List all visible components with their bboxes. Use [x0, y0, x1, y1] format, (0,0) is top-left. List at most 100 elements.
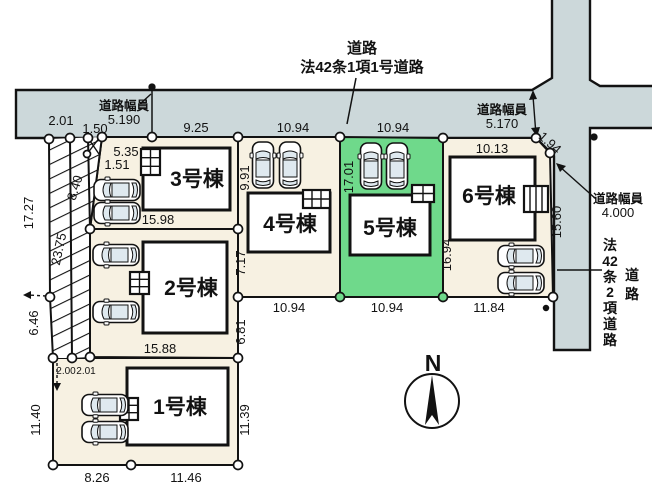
arrowhead	[556, 163, 566, 172]
dim-strip-b: 2.01	[76, 366, 96, 377]
road-surface	[16, 0, 652, 350]
dim-lot1-e: 11.39	[237, 404, 252, 436]
vertex-marker	[530, 132, 542, 144]
dim-lot1-s2: 11.46	[170, 470, 202, 485]
car-icon	[497, 242, 545, 270]
vertex-marker	[437, 291, 449, 303]
car-icon	[92, 298, 140, 326]
compass: N	[404, 350, 460, 429]
porch-icon	[128, 270, 151, 296]
car-icon	[383, 142, 411, 190]
survey-dot	[590, 133, 598, 141]
porch-icons	[118, 147, 550, 422]
road-right-char: 路	[625, 286, 640, 302]
dim-top-seg-c: 5.35	[113, 144, 138, 159]
dim-strip-a: 2.00	[56, 366, 76, 377]
arrowhead	[53, 383, 61, 391]
car-icon	[93, 199, 141, 227]
car-icon	[81, 418, 129, 446]
dim-lot4-side: 9.91	[237, 165, 252, 190]
building-2	[141, 240, 229, 335]
vertex-marker	[84, 351, 96, 363]
survey-dot	[148, 83, 156, 91]
car-icon	[357, 142, 385, 190]
building-5	[348, 193, 432, 257]
car-icon	[92, 241, 140, 269]
road-label-leader	[346, 77, 357, 125]
vertex-marker	[437, 132, 449, 144]
dim-lot3-back: 15.98	[142, 212, 175, 227]
dim-top-seg-d: 1.51	[104, 157, 129, 172]
vertex-marker	[82, 149, 92, 159]
dim-lot2-back: 15.88	[144, 341, 177, 356]
north-needle	[425, 375, 439, 425]
vertex-marker	[82, 132, 94, 144]
vertex-marker	[47, 352, 59, 364]
car-icon	[81, 391, 129, 419]
north-label: N	[425, 350, 442, 376]
lot-6-name: 6号棟	[462, 184, 517, 208]
dim-hatch-upper: 8.40	[64, 173, 86, 202]
vertex-marker	[544, 147, 556, 159]
vertex-marker	[232, 291, 244, 303]
dim-lot5-front: 10.94	[377, 120, 410, 135]
dim-lot4-front: 10.94	[277, 120, 310, 135]
dim-top-seg-b: 1.50	[82, 121, 107, 136]
dim-lot6-back: 11.84	[473, 300, 505, 315]
dim-lot4-back: 10.94	[273, 300, 306, 315]
car-icon	[276, 141, 304, 189]
vertex-marker	[334, 131, 346, 143]
road-top-type: 法42条1項1号道路	[300, 58, 424, 76]
dim-lot6-side-e: 15.60	[549, 206, 564, 239]
arrowhead	[23, 291, 31, 299]
survey-dot	[542, 304, 550, 312]
dim-lot5-side: 17.01	[341, 161, 356, 194]
road-law-char: 42	[602, 253, 618, 269]
vertex-marker	[96, 131, 108, 143]
dim-west-edge-s: 6.46	[26, 310, 41, 335]
vertex-marker	[66, 352, 78, 364]
lot-3-name: 3号棟	[170, 167, 225, 191]
width-title-north: 道路幅員	[99, 98, 150, 113]
dim-lot6-front: 10.13	[476, 141, 509, 156]
vertex-marker	[84, 223, 96, 235]
road-top-name: 道路	[347, 39, 378, 57]
dim-lot3-front: 9.25	[183, 120, 208, 135]
porch-icon	[410, 183, 436, 204]
compass-circle	[404, 373, 460, 429]
lot-2-name: 2号棟	[164, 276, 219, 300]
dim-top-seg-a: 2.01	[48, 113, 73, 128]
car-icon	[249, 141, 277, 189]
dim-lot1-s1: 8.26	[84, 470, 109, 485]
porch-icon	[522, 184, 550, 214]
car-icon	[93, 176, 141, 204]
vertex-marker	[232, 131, 244, 143]
width-value-east: 5.170	[486, 116, 519, 131]
road-law-char: 路	[603, 332, 618, 348]
road-right-char: 道	[625, 267, 639, 283]
width-title-east: 道路幅員	[477, 102, 528, 117]
vertex-marker	[547, 291, 559, 303]
vertex-marker	[232, 459, 244, 471]
width-title-south: 道路幅員	[593, 191, 644, 206]
vertex-marker	[64, 132, 76, 144]
dim-hatch-length: 23.75	[48, 232, 69, 267]
porch-icon	[301, 188, 332, 210]
arrowhead	[529, 90, 537, 100]
dim-lot5-back: 10.94	[371, 300, 404, 315]
dim-boundary-lower: 6.81	[233, 319, 248, 344]
lot-5-name: 5号棟	[363, 216, 418, 240]
vertex-marker	[232, 352, 244, 364]
vertex-marker	[232, 223, 244, 235]
hatch-boundaries	[48, 136, 103, 465]
lot-1-name: 1号棟	[153, 395, 208, 419]
dim-boundary-upper: 7.17	[233, 250, 248, 275]
road-law-char: 道	[603, 316, 617, 332]
vertex-markers	[43, 83, 598, 471]
road-law-char: 2	[606, 284, 614, 300]
building-1	[125, 366, 230, 447]
dim-lot1-w: 11.40	[28, 404, 43, 436]
dim-lot6-side-w: 16.94	[439, 239, 454, 272]
